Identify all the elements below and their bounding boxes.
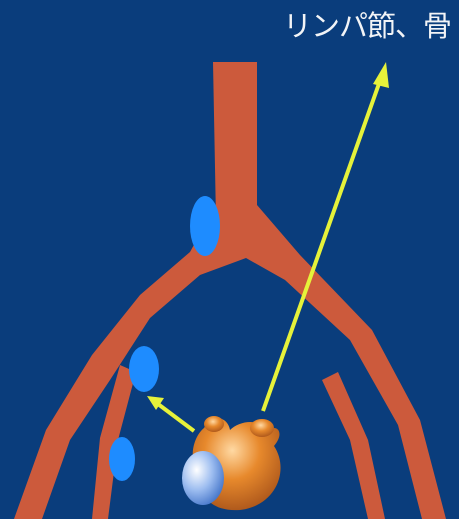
lymph-node-lower xyxy=(109,437,135,481)
arrow-to-node-line xyxy=(158,404,194,431)
aorta-vessel xyxy=(213,62,257,220)
metastasis-label: リンパ節、骨 xyxy=(283,12,451,41)
lymph-node-upper xyxy=(190,196,220,256)
lymph-node-middle xyxy=(129,346,159,392)
bladder-organ xyxy=(182,451,224,505)
arrow-to-distant-head xyxy=(373,62,389,88)
right-internal-iliac-vessel xyxy=(322,372,385,519)
